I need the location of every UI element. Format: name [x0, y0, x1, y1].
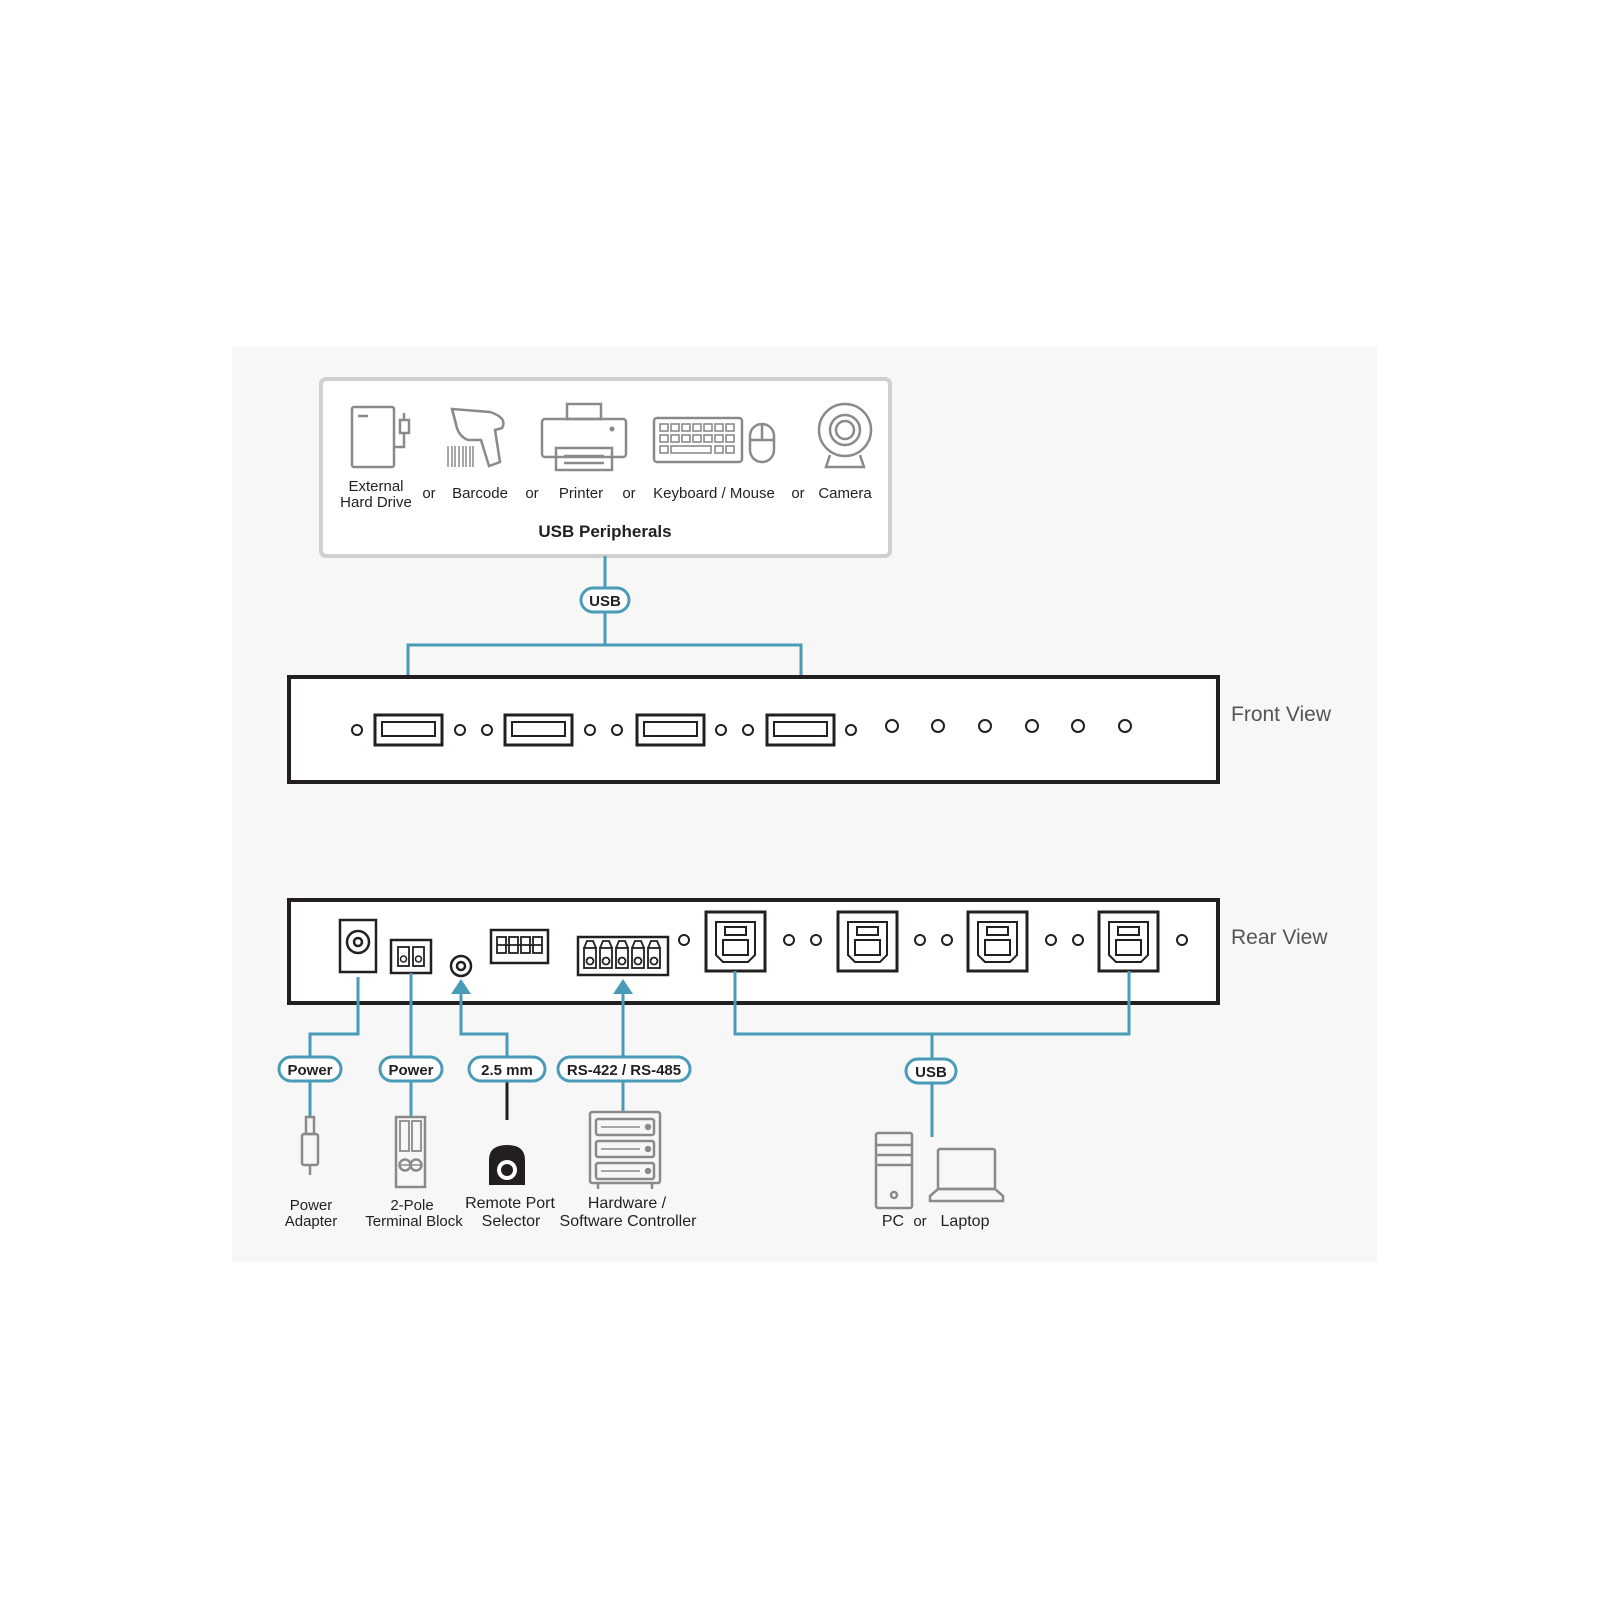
label-terminal-block-line2: Terminal Block	[365, 1213, 463, 1230]
label-controller-line2: Software Controller	[560, 1213, 698, 1230]
rear-usb-b-port	[836, 910, 899, 973]
peripheral-label-barcode: Barcode	[452, 485, 508, 502]
controller-icon	[588, 1110, 662, 1189]
printer-icon	[540, 402, 628, 472]
separator-or: or	[622, 485, 635, 502]
remote-port-jack	[449, 954, 473, 978]
pc-tower-icon	[874, 1131, 914, 1210]
arrow-up-icon	[451, 979, 471, 994]
front-usb-port	[765, 713, 836, 747]
remote-port-selector-icon	[489, 1145, 525, 1185]
badge-rs422-rs485-label: RS-422 / RS-485	[567, 1062, 681, 1079]
rs422-rs485-port	[576, 935, 670, 977]
peripheral-label-hard-drive-line2: Hard Drive	[340, 494, 412, 511]
power-adapter-icon	[300, 1115, 320, 1175]
camera-icon	[817, 402, 873, 469]
badge-2-5mm-label: 2.5 mm	[481, 1062, 533, 1079]
dc-power-jack	[338, 918, 378, 974]
badge-rs422-rs485: RS-422 / RS-485	[556, 1055, 692, 1083]
front-usb-port	[373, 713, 444, 747]
label-power-adapter-line1: Power	[290, 1197, 333, 1214]
front-usb-port	[503, 713, 574, 747]
rear-usb-b-port	[966, 910, 1029, 973]
front-device-panel	[287, 675, 1220, 784]
label-controller-line1: Hardware /	[588, 1195, 667, 1212]
label-or: or	[913, 1213, 926, 1230]
badge-2-5mm: 2.5 mm	[467, 1055, 547, 1083]
peripheral-label-keyboard-mouse: Keyboard / Mouse	[653, 485, 775, 502]
label-laptop: Laptop	[941, 1213, 990, 1230]
separator-or: or	[422, 485, 435, 502]
front-view-label: Front View	[1231, 703, 1332, 726]
peripheral-label-camera: Camera	[818, 485, 872, 502]
front-usb-badge-label: USB	[589, 593, 621, 610]
usb-peripherals-title: USB Peripherals	[538, 522, 671, 541]
remote-port-cable	[459, 993, 509, 1057]
usb-peripherals-box: External Hard Drive or Barcode or Printe…	[319, 377, 892, 558]
badge-usb-host-label: USB	[915, 1064, 947, 1081]
badge-power-adapter: Power	[277, 1055, 343, 1083]
terminal-block-icon	[394, 1115, 427, 1189]
peripheral-label-printer: Printer	[559, 485, 603, 502]
rear-device-panel	[287, 898, 1220, 1005]
laptop-icon	[928, 1147, 1005, 1203]
badge-power-terminal: Power	[378, 1055, 444, 1083]
external-hard-drive-icon	[350, 405, 411, 469]
badge-usb-host: USB	[904, 1057, 958, 1085]
separator-or: or	[525, 485, 538, 502]
front-usb-badge: USB	[579, 586, 631, 614]
keyboard-mouse-icon	[652, 416, 776, 464]
label-terminal-block-line1: 2-Pole	[390, 1197, 433, 1214]
label-power-adapter-line2: Adapter	[285, 1213, 338, 1230]
rear-view-label: Rear View	[1231, 926, 1328, 949]
badge-power-adapter-label: Power	[287, 1062, 332, 1079]
label-remote-port-line1: Remote Port	[465, 1195, 555, 1212]
dip-switch	[489, 928, 550, 965]
badge-power-terminal-label: Power	[388, 1062, 433, 1079]
rear-usb-b-port	[1097, 910, 1160, 973]
arrow-up-icon	[613, 979, 633, 994]
label-pc: PC	[882, 1213, 904, 1230]
separator-or: or	[791, 485, 804, 502]
rear-usb-b-port	[704, 910, 767, 973]
barcode-scanner-icon	[447, 407, 505, 468]
front-usb-port	[635, 713, 706, 747]
peripheral-label-hard-drive-line1: External	[348, 478, 403, 495]
power-adapter-cable	[308, 977, 360, 1057]
label-remote-port-line2: Selector	[482, 1213, 541, 1230]
